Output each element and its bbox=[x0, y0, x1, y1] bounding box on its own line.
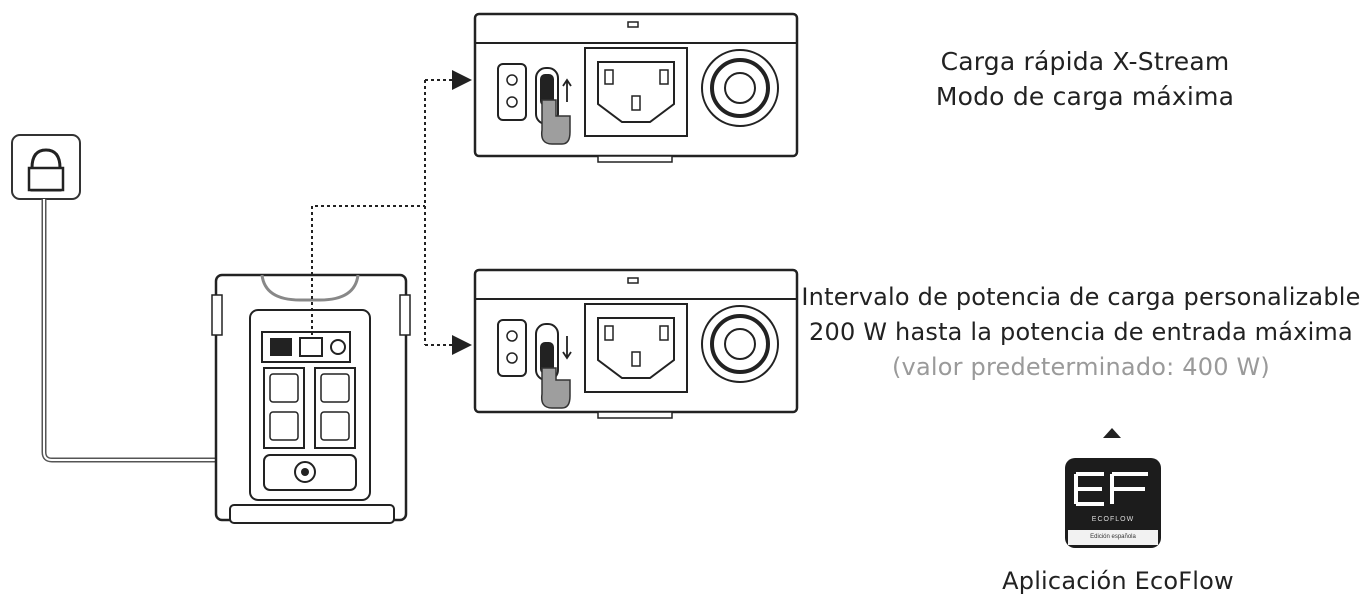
app-brand: ECOFLOW bbox=[1091, 516, 1135, 523]
custom-description: Intervalo de potencia de carga personali… bbox=[800, 280, 1362, 385]
dotted-connector bbox=[311, 80, 426, 345]
app-icon-labels: ECOFLOW Edición española bbox=[1065, 458, 1161, 548]
app-icon bbox=[1065, 458, 1161, 548]
wall-socket-icon bbox=[11, 134, 81, 200]
custom-range: 200 W hasta la potencia de entrada máxim… bbox=[809, 318, 1353, 346]
app-name: Aplicación EcoFlow bbox=[1002, 567, 1234, 595]
ac-input-panel-icon bbox=[473, 12, 799, 163]
custom-default: (valor predeterminado: 400 W) bbox=[891, 353, 1270, 381]
power-station-icon bbox=[211, 273, 411, 524]
xstream-title: Carga rápida X-Stream bbox=[940, 47, 1230, 76]
arrow-up-icon bbox=[1103, 428, 1121, 438]
hand-switch-icon bbox=[540, 367, 571, 409]
ac-input-panel-icon bbox=[473, 268, 799, 419]
hand-switch-icon bbox=[540, 99, 571, 145]
custom-title: Intervalo de potencia de carga personali… bbox=[801, 283, 1361, 311]
app-subtitle: Edición española bbox=[1090, 534, 1136, 540]
xstream-subtitle: Modo de carga máxima bbox=[935, 82, 1235, 111]
xstream-description: Carga rápida X-Stream Modo de carga máxi… bbox=[905, 44, 1265, 114]
